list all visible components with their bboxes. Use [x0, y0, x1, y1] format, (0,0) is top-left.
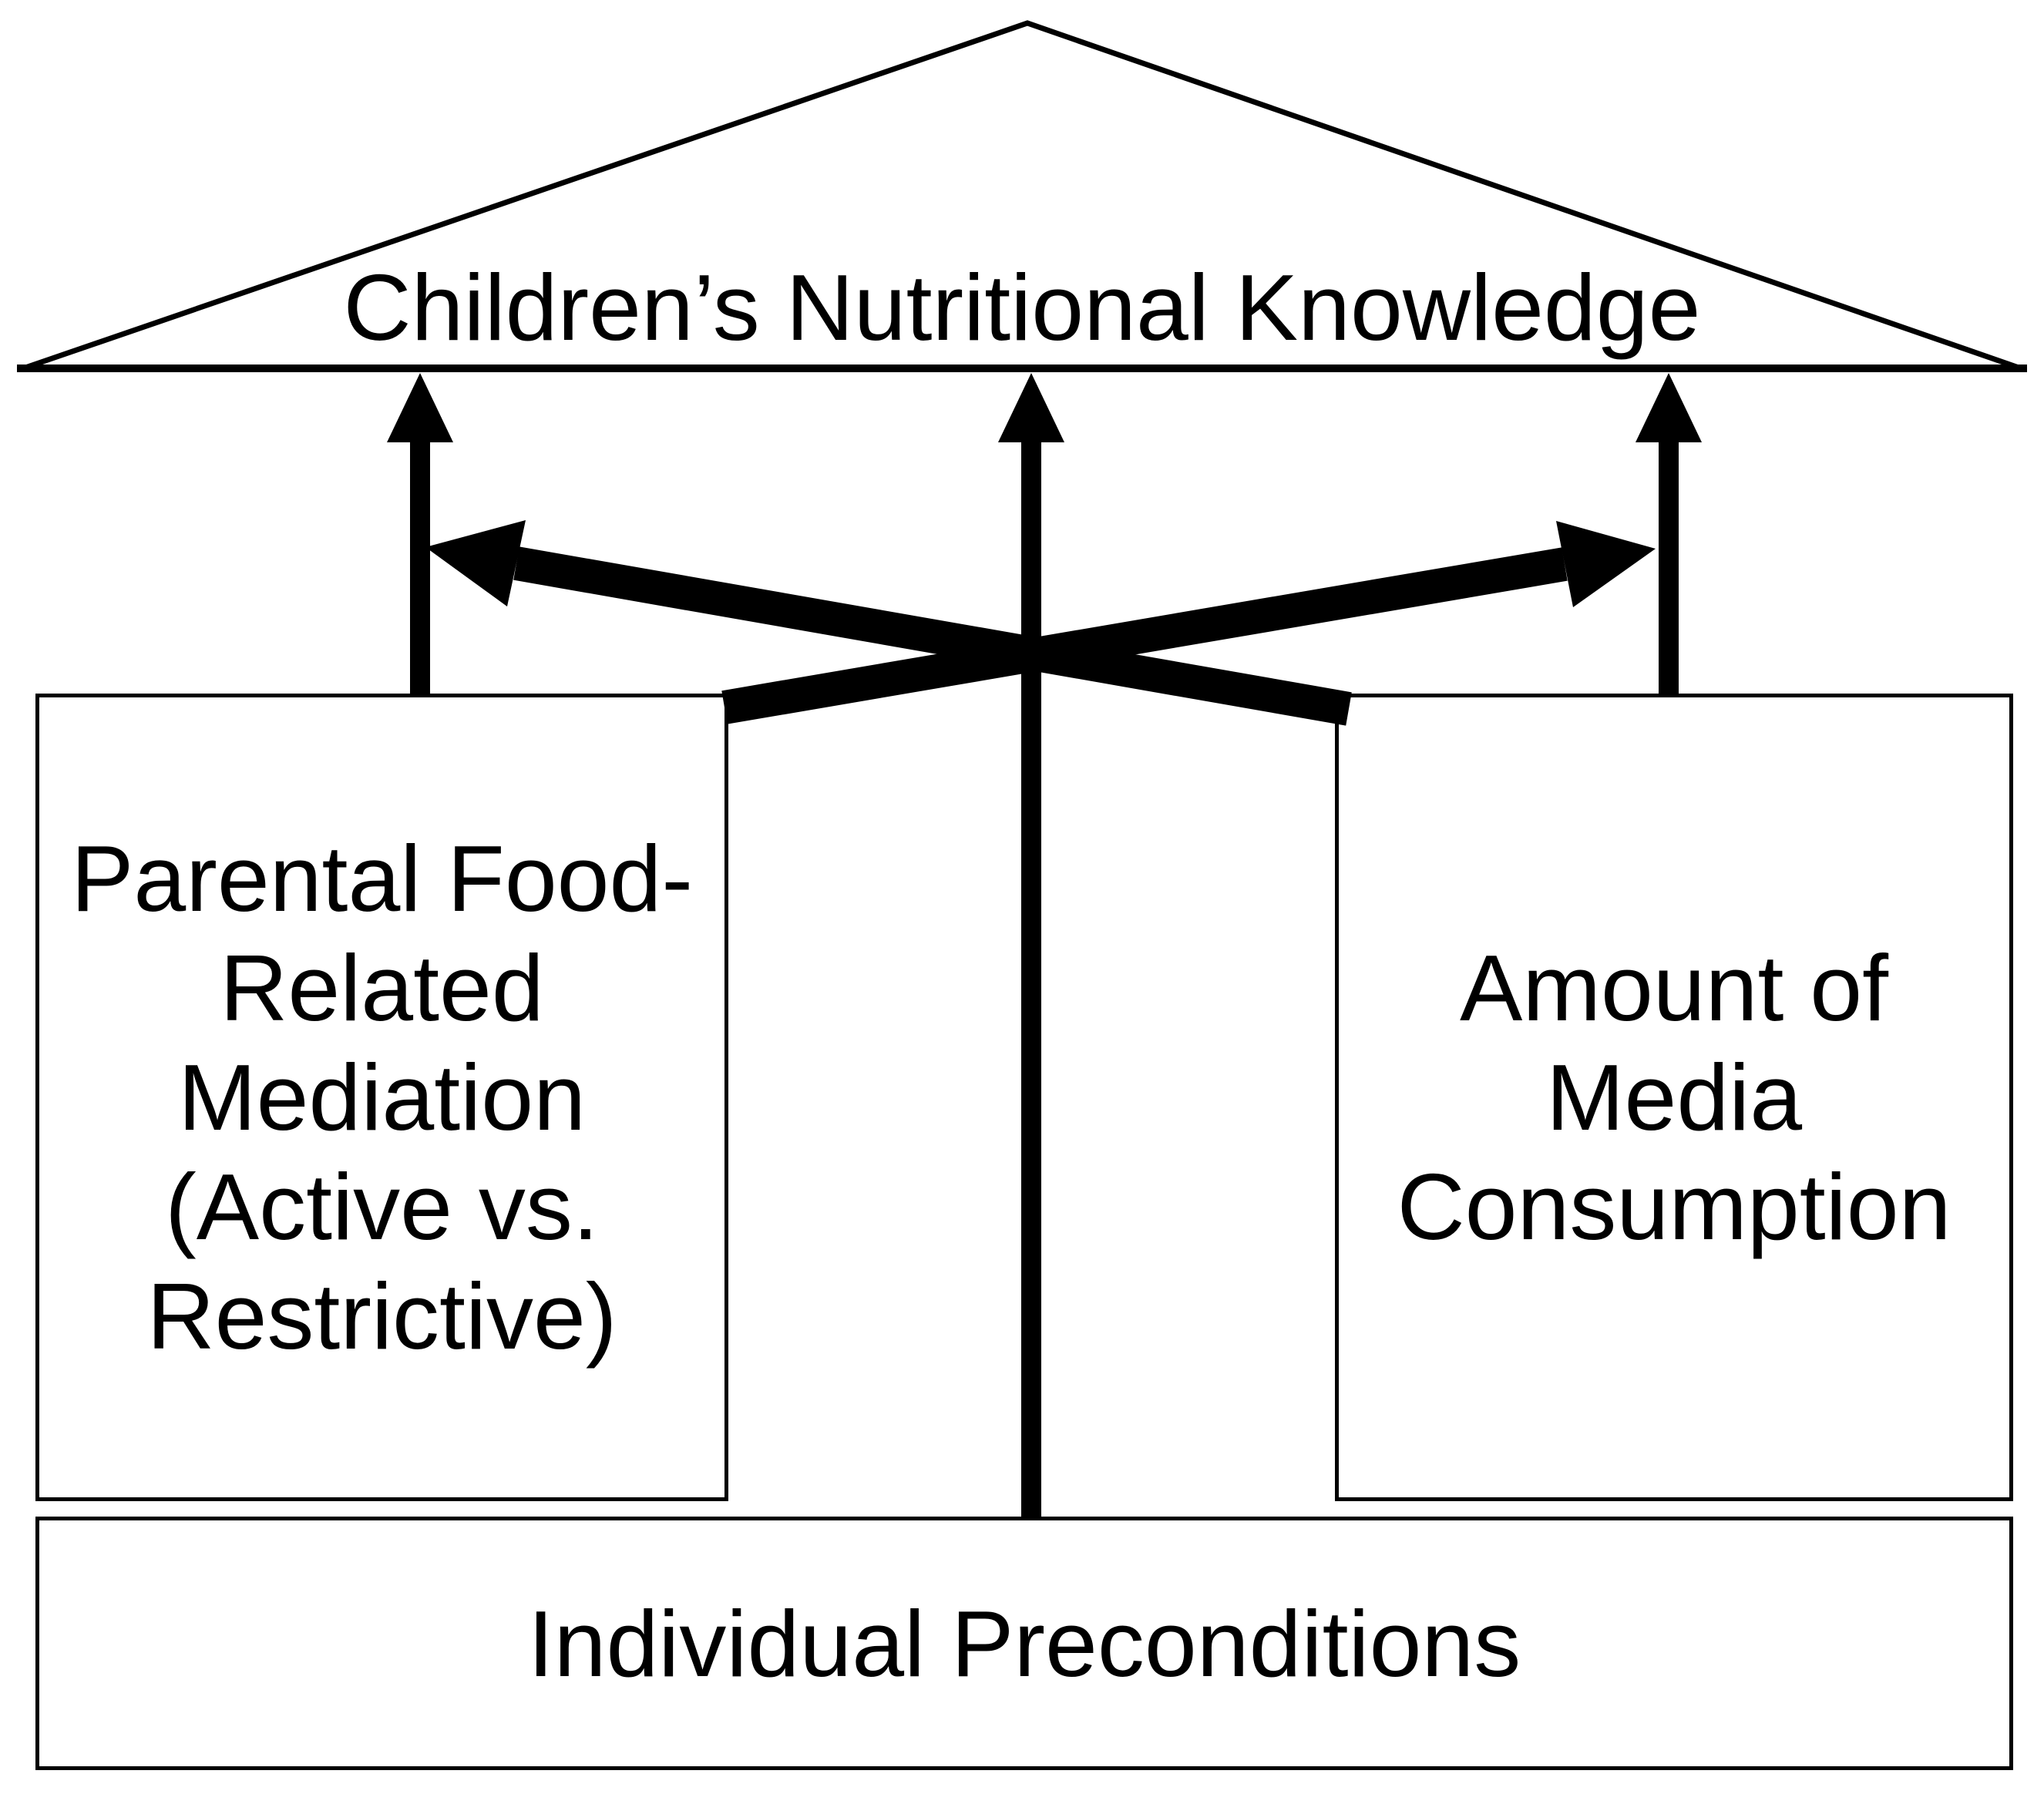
box-parental-mediation: Parental Food- Related Mediation (Active…: [35, 694, 728, 1501]
box-parental-mediation-line: Related: [220, 936, 544, 1040]
box-media-consumption-line: Amount of: [1459, 936, 1889, 1040]
box-parental-mediation-line: Parental Food-: [71, 826, 693, 931]
roof-label: Children’s Nutritional Knowledge: [343, 255, 1701, 360]
box-individual-preconditions: Individual Preconditions: [35, 1517, 2013, 1770]
box-parental-mediation-line: Mediation: [178, 1045, 586, 1150]
arrow-preconditions-to-knowledge: [998, 373, 1064, 1517]
arrow-media-crossing-up-left: [425, 520, 1352, 726]
arrow-mediation-crossing-up-right: [721, 521, 1656, 724]
box-individual-preconditions-label: Individual Preconditions: [527, 1591, 1521, 1696]
box-parental-mediation-line: (Active vs.: [165, 1154, 599, 1259]
box-media-consumption: Amount of Media Consumption: [1335, 694, 2013, 1501]
box-media-consumption-line: Consumption: [1397, 1154, 1952, 1259]
box-media-consumption-line: Media: [1545, 1045, 1803, 1150]
box-parental-mediation-line: Restrictive): [146, 1264, 617, 1369]
arrow-media-to-knowledge: [1636, 373, 1702, 697]
arrow-mediation-to-knowledge: [387, 373, 453, 697]
